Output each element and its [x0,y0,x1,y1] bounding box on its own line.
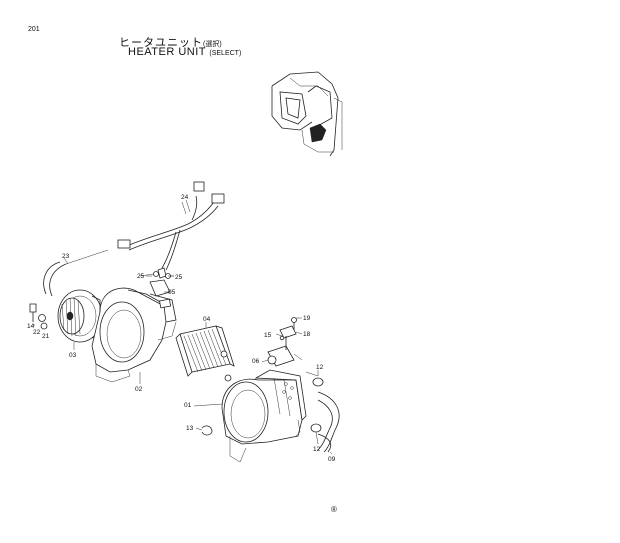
callout-25-left: 25 [137,273,145,280]
callout-13: 13 [186,425,194,432]
callout-21: 21 [42,333,50,340]
callout-02: 02 [135,386,143,393]
registered-mark: ® [331,505,337,514]
callout-03: 03 [69,352,77,359]
cab-location-inset [271,71,343,157]
drain-hose [43,249,109,297]
leader-lines [33,199,333,455]
harness-connector-right [211,193,225,204]
callout-15: 15 [264,332,272,339]
callout-12-lower: 12 [313,446,321,453]
blower-case [91,287,177,383]
callout-12-upper: 12 [316,364,324,371]
title-english-note: (SELECT) [209,50,242,57]
callout-05: 05 [168,289,176,296]
hose-clamp-upper [312,377,324,387]
title-japanese-note: (選択) [203,41,222,48]
title-japanese-text: ヒータユニット [119,37,203,49]
heater-case [221,369,307,463]
callout-24: 24 [181,194,189,201]
callout-22: 22 [33,329,41,336]
callout-14: 14 [27,323,35,330]
callout-09: 09 [328,456,336,463]
title-english-text: HEATER UNIT [128,46,206,58]
harness-connector-top [193,181,205,192]
callout-18: 18 [303,331,311,338]
callout-19: 19 [303,315,311,322]
blower-fan [57,289,103,343]
water-valve [267,317,303,367]
callout-23: 23 [62,253,70,260]
harness-connector-left [117,239,131,249]
clip [201,425,213,436]
page-number: 201 [28,26,40,33]
title-japanese: ヒータユニット(選択) [119,34,222,50]
hose-clamp-lower [310,423,322,433]
wire-harness [117,181,225,271]
heater-core [175,325,235,382]
callout-25-right: 25 [175,274,183,281]
callout-01: 01 [184,402,192,409]
title-english: HEATER UNIT (SELECT) [128,46,241,58]
callout-labels: 24 23 25 25 05 14 22 21 03 02 04 19 15 1… [27,194,336,463]
callout-04: 04 [203,316,211,323]
bolt-washer-set [29,303,48,330]
callout-06: 06 [252,358,260,365]
heater-hoses [305,371,340,453]
